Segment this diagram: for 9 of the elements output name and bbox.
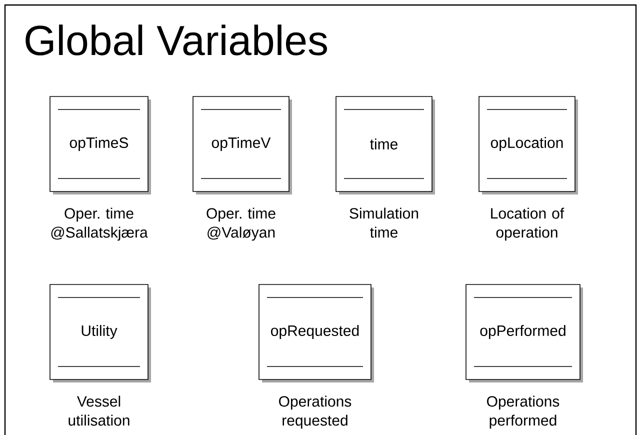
node-label: Location of operation xyxy=(491,208,564,241)
node-label: Oper. time @Sallatskjæra xyxy=(51,208,148,241)
node-label: Vessel utilisation xyxy=(68,396,130,426)
node-label: Operations performed xyxy=(487,396,560,429)
title: Global Variables xyxy=(26,24,328,56)
node-label: Operations requested xyxy=(279,396,352,429)
variable-box: opLocation xyxy=(478,96,578,194)
node-label: Simulation time xyxy=(350,208,418,238)
node-label: Oper. time @Valøyan xyxy=(206,208,276,241)
